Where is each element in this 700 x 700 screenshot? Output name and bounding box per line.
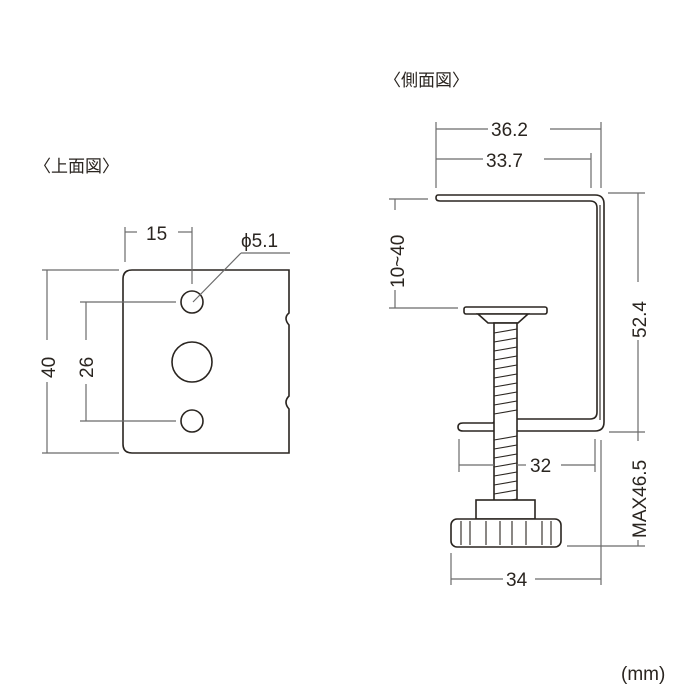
dim-max-extension: MAX46.5 [630, 460, 651, 538]
knob-collar [475, 499, 536, 520]
dim-plate-width: 40 [39, 357, 60, 378]
top-view-title: 〈上面図〉 [34, 157, 119, 177]
dim-hole-offset: 15 [146, 224, 167, 245]
dim-clamp-range: 10~40 [388, 235, 409, 288]
dim-hole-diameter: ϕ5.1 [241, 231, 278, 252]
top-hole-upper [180, 290, 204, 314]
dim-inner-width: 33.7 [486, 151, 523, 172]
top-hole-center [171, 341, 213, 383]
pad-neck [475, 313, 531, 324]
top-hole-lower [180, 409, 204, 433]
dim-hole-spacing: 26 [77, 357, 98, 378]
side-view: 〈側面図〉 [384, 71, 651, 591]
unit-label: (mm) [621, 664, 665, 685]
side-view-title-text: 〈側面図〉 [384, 71, 469, 91]
c-frame [435, 194, 605, 432]
knurled-knob [450, 518, 562, 548]
dim-outer-width: 36.2 [491, 120, 528, 141]
pressure-pad [463, 306, 548, 315]
dim-knob-diameter: 34 [506, 570, 528, 591]
top-view: 〈上面図〉 15 ϕ5.1 40 26 [34, 157, 290, 454]
knob-knurl [460, 521, 552, 545]
dim-frame-height: 52.4 [630, 301, 651, 338]
dim-lower-arm: 32 [530, 456, 551, 477]
